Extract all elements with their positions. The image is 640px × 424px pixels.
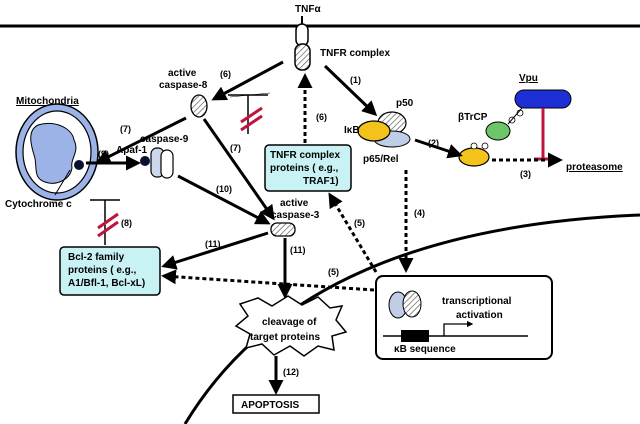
step-7b: (7) [230, 143, 241, 153]
phospho-1 [470, 142, 478, 150]
tnfr-proteins-line1: TNFR complex [270, 150, 340, 161]
nfkb-nuclear-p50 [402, 290, 422, 318]
phospho-ikb-shape [458, 147, 490, 167]
apaf1-label: Apaf-1 [116, 145, 148, 156]
arrow-1 [323, 64, 378, 117]
arrow-7-to-mito [95, 116, 187, 164]
cytochrome-c-dot [74, 160, 84, 170]
apoptosis-box [232, 394, 320, 414]
step-5b: (5) [328, 267, 339, 277]
step-6a: (6) [220, 69, 231, 79]
caspase9-shape-b [160, 149, 174, 179]
caspase8-label-2: caspase-8 [159, 80, 208, 91]
ikb-shape [357, 120, 391, 142]
step-11b: (11) [290, 245, 306, 255]
arrow-7-to-casp3 [202, 118, 275, 221]
phospho-2 [481, 142, 489, 150]
nuclear-membrane [183, 213, 640, 424]
arrow-6-to-casp8 [211, 60, 284, 101]
btrcp-label: βTrCP [458, 112, 488, 123]
step-11a: (11) [205, 239, 221, 249]
step-9: (9) [98, 149, 109, 159]
arrow-5-dashed-to-tnfr [328, 192, 378, 273]
apoptosis-label: APOPTOSIS [241, 400, 299, 411]
inhibitor-8 [90, 199, 120, 245]
step-10: (10) [216, 184, 232, 194]
kb-sequence-block [401, 330, 429, 342]
mitochondria-label: Mitochondria [16, 96, 79, 107]
cleavage-label-1: cleavage of [262, 317, 317, 328]
step-8: (8) [121, 218, 132, 228]
tnfr-complex-label: TNFR complex [320, 48, 390, 59]
caspase8-shape [190, 94, 208, 118]
caspase3-label-1: active [280, 198, 309, 209]
cleavage-label-2: target proteins [250, 332, 320, 343]
transcription-start-arrow [443, 320, 474, 336]
arrow-11-to-bcl2 [161, 231, 269, 270]
tnfr-proteins-line3: TRAF1) [303, 176, 339, 187]
arrow-10 [177, 174, 271, 225]
p65rel-label: p65/Rel [363, 154, 399, 165]
caspase9-label: caspase-9 [140, 134, 189, 145]
step-12: (12) [283, 367, 299, 377]
proteasome-label: proteasome [566, 162, 623, 173]
vpu-shape [514, 89, 572, 109]
caspase3-shape [270, 222, 296, 237]
btrcp-shape [485, 121, 511, 141]
inhibitor-6 [228, 92, 271, 134]
bcl2-line1: Bcl-2 family [68, 252, 125, 263]
arrow-2 [414, 138, 463, 159]
arrow-5-dashed-to-bcl2 [161, 269, 375, 292]
caspase8-label-1: active [168, 68, 197, 79]
step-3: (3) [520, 169, 531, 179]
vpu-tail [507, 107, 523, 125]
p50-label: p50 [396, 98, 414, 109]
transcription-label-1: transcriptional [442, 296, 512, 307]
kb-sequence-label: κB sequence [394, 344, 456, 355]
step-5a: (5) [354, 218, 365, 228]
tnfr-proteins-box [264, 144, 352, 192]
cytochrome-c-pointer [54, 169, 71, 196]
step-7a: (7) [120, 124, 131, 134]
ikb-label: IκB [344, 125, 360, 136]
apaf1-dot [140, 156, 150, 166]
bcl2-box [59, 246, 161, 296]
caspase3-label-2: caspase-3 [271, 210, 320, 221]
tnfa-label: TNFα [295, 4, 321, 15]
step-1: (1) [350, 75, 361, 85]
tnfr-receptor-bottom [294, 43, 311, 71]
mitochondria-cristae [30, 123, 77, 184]
transcription-label-2: activation [456, 310, 503, 321]
step-6b: (6) [316, 112, 327, 122]
step-2: (2) [428, 138, 439, 148]
tnfr-proteins-line2: proteins ( e.g., [270, 163, 339, 174]
bcl2-line2: proteins ( e.g., [68, 265, 137, 276]
vpu-label: Vpu [519, 73, 538, 84]
bcl2-line3: A1/Bfl-1, Bcl-xL) [68, 278, 145, 289]
cleavage-starburst [234, 295, 348, 357]
step-4: (4) [414, 208, 425, 218]
cytochrome-c-label: Cytochrome c [5, 199, 72, 210]
tnfr-receptor-top [295, 23, 309, 47]
